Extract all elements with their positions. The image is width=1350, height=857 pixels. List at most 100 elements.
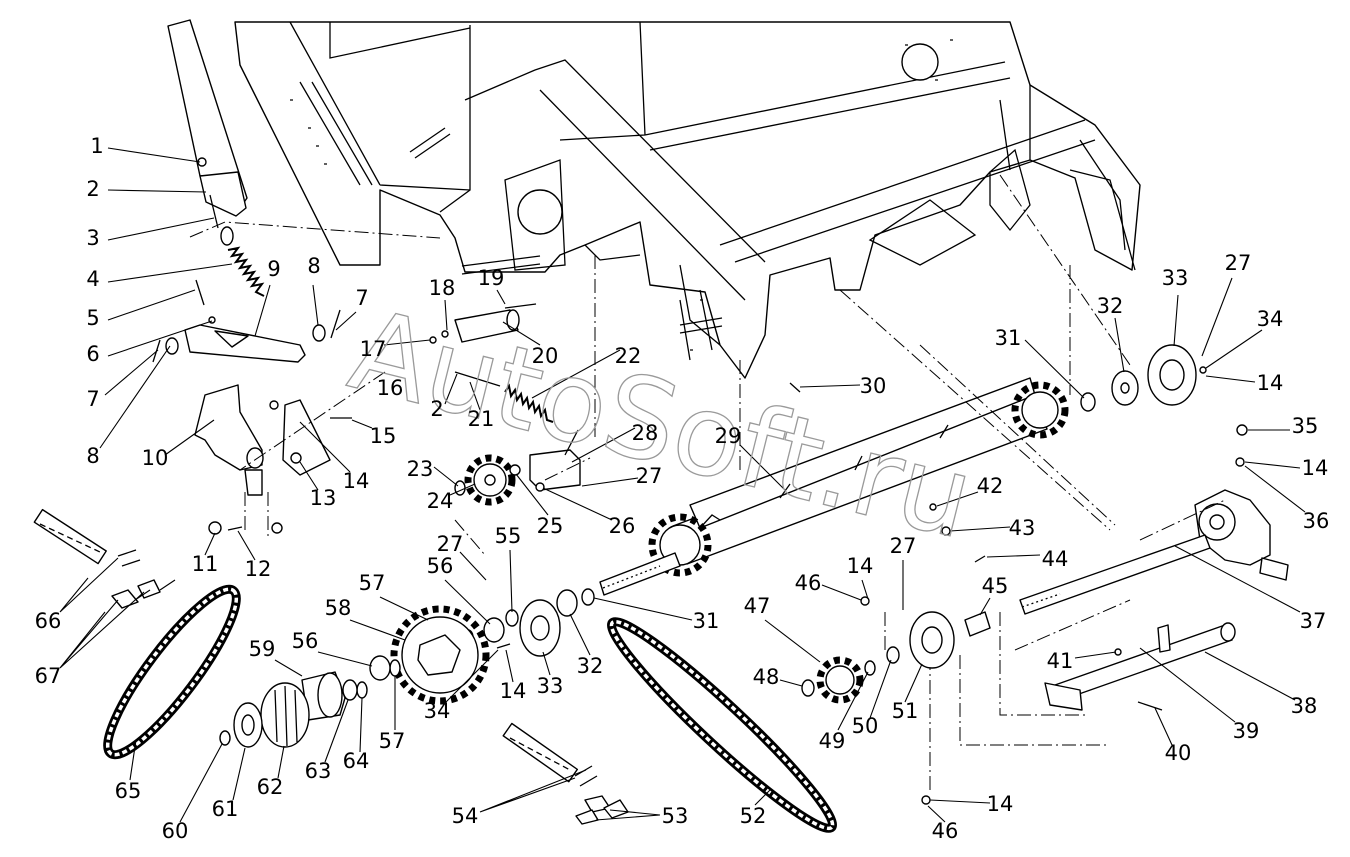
callout-label: 8 — [86, 444, 99, 468]
motor-mount-hole — [517, 189, 563, 235]
frame-holes — [290, 39, 953, 351]
connecting-pins-54 — [574, 765, 598, 787]
tension-plate — [282, 399, 331, 476]
sprocket-24-teeth — [464, 454, 516, 506]
roller-sprocket-right — [1021, 391, 1059, 429]
bolt-19 — [504, 303, 537, 309]
left-linkage — [152, 19, 352, 535]
frame-rods — [409, 127, 723, 334]
callout-label: 57 — [379, 729, 406, 753]
callout-label: 7 — [355, 286, 368, 310]
washer-left — [165, 337, 179, 355]
callout-label: 57 — [359, 571, 386, 595]
bolt-40 — [1137, 701, 1163, 711]
leader-lines — [59, 147, 1306, 823]
callout-label: 49 — [819, 729, 846, 753]
harrow-frame — [234, 21, 1141, 379]
lever-arm — [184, 324, 306, 363]
spring-eye — [220, 226, 234, 246]
pivot-hub — [246, 447, 264, 469]
pin-18 — [441, 330, 449, 338]
callout-label: 32 — [577, 654, 604, 678]
rod-21 — [454, 371, 501, 387]
callout-label: 18 — [429, 276, 456, 300]
callout-label: 11 — [192, 552, 219, 576]
callout-label: 16 — [377, 376, 404, 400]
callout-label: 14 — [847, 554, 874, 578]
bolt-12 — [227, 526, 243, 531]
bushing-end — [506, 309, 520, 331]
tube-bracket — [1044, 682, 1083, 711]
spring-pin — [195, 279, 205, 306]
callout-label: 63 — [305, 759, 332, 783]
callout-label: 28 — [632, 421, 659, 445]
scraper-gussets — [699, 424, 949, 529]
bolt-35 — [1236, 424, 1248, 436]
callout-label: 59 — [249, 637, 276, 661]
hub-59-face — [317, 672, 343, 718]
bracket-foot — [244, 469, 263, 496]
callout-label: 36 — [1303, 509, 1330, 533]
chain-segment-left-links — [39, 523, 101, 553]
washer-23 — [454, 480, 466, 496]
lever-gusset — [214, 330, 249, 348]
cotter-pin-top — [330, 309, 341, 339]
callout-label: 23 — [407, 457, 434, 481]
callout-label: 52 — [740, 804, 767, 828]
gearbox-output — [1259, 557, 1289, 581]
callout-label: 43 — [1009, 516, 1036, 540]
callout-label: 5 — [86, 306, 99, 330]
link-plates-67 — [111, 589, 139, 609]
ring-48 — [801, 679, 815, 697]
chain-segment-bottom — [502, 722, 579, 783]
callout-label: 48 — [753, 665, 780, 689]
post-clevis — [199, 171, 247, 217]
tensioner-block — [529, 449, 581, 491]
pin-42 — [929, 503, 937, 511]
sprocket-drive — [219, 588, 595, 748]
callout-label: 34 — [424, 699, 451, 723]
callout-label: 47 — [744, 594, 771, 618]
callout-label: 67 — [35, 664, 62, 688]
chain-segment-left — [33, 508, 107, 565]
callout-label: 64 — [343, 749, 370, 773]
bracket-39 — [1157, 624, 1171, 653]
callout-label: 46 — [932, 819, 959, 843]
splined-shaft — [599, 552, 681, 596]
bolt-34-top — [1199, 366, 1207, 374]
callout-label: 1 — [90, 134, 103, 158]
callout-label: 27 — [437, 532, 464, 556]
callout-label: 37 — [1300, 609, 1327, 633]
callout-label: 7 — [86, 387, 99, 411]
chain-65-links — [105, 587, 239, 757]
callout-label: 53 — [662, 804, 689, 828]
callout-label: 10 — [142, 446, 169, 470]
flange-33-top-bearing — [1159, 359, 1185, 391]
hook-pin — [209, 194, 219, 229]
bearing-56-bottom — [369, 655, 391, 681]
callout-label: 31 — [693, 609, 720, 633]
callout-label: 42 — [977, 474, 1004, 498]
ring-25 — [509, 464, 521, 476]
pulley-62-grooves — [274, 685, 298, 747]
tensioner-arm — [564, 429, 579, 456]
callout-label: 29 — [715, 424, 742, 448]
chain-52-links — [609, 619, 835, 831]
chain-segment-bottom-links — [509, 737, 571, 771]
callout-label: 9 — [267, 257, 280, 281]
callout-label: 33 — [537, 674, 564, 698]
callout-label: 12 — [245, 557, 272, 581]
frame-silhouette — [234, 21, 1141, 379]
callout-label: 56 — [427, 554, 454, 578]
roller-sprocket-left-teeth — [648, 513, 712, 577]
ring-31-top — [1080, 392, 1096, 412]
ring-63 — [342, 679, 358, 701]
tension-spring — [227, 246, 265, 297]
spring-22 — [504, 383, 554, 423]
callout-label: 60 — [162, 819, 189, 843]
callout-label: 4 — [86, 267, 99, 291]
bolt-34-bottom — [496, 643, 511, 649]
bearing-56-top — [483, 617, 505, 643]
callout-label: 15 — [370, 424, 397, 448]
